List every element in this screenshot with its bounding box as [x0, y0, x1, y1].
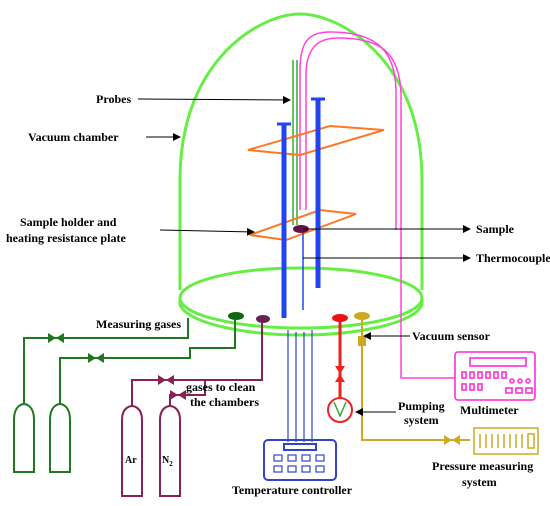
chamber-base	[178, 266, 424, 330]
pump	[327, 397, 353, 423]
sample	[293, 225, 309, 233]
label-pressure-2: system	[462, 475, 497, 489]
measuring-gas-valves	[48, 333, 104, 363]
cleaning-gas-valves	[158, 375, 186, 400]
label-vacuum-chamber: Vacuum chamber	[28, 130, 119, 144]
port-red	[332, 314, 348, 322]
sample-holder-plate	[249, 208, 357, 242]
cleaning-gas-lines	[131, 322, 263, 406]
pressure-measuring-box	[473, 427, 539, 455]
probe-wires	[292, 60, 298, 225]
nitrogen-cylinder	[159, 404, 181, 497]
pressure-valve	[444, 435, 460, 445]
vacuum-chamber	[178, 12, 424, 337]
label-multimeter: Multimeter	[460, 403, 519, 417]
label-n2-subscript: 2	[169, 460, 173, 468]
multimeter-wires	[299, 31, 455, 379]
pump-symbol	[333, 401, 347, 418]
gas-cylinder-2	[49, 402, 71, 473]
label-pumping-1: Pumping	[398, 399, 445, 413]
label-probes: Probes	[96, 92, 131, 106]
label-pressure-1: Pressure measuring	[432, 459, 533, 473]
label-n2: N2	[162, 455, 173, 468]
vacuum-sensor	[358, 336, 366, 346]
label-vacuum-sensor: Vacuum sensor	[412, 329, 491, 343]
label-sample: Sample	[476, 222, 515, 236]
multimeter-box	[454, 351, 536, 401]
port-green	[228, 312, 244, 320]
label-thermocouple: Thermocouple	[476, 251, 550, 265]
pump-valve	[335, 366, 345, 382]
probe-rods	[277, 97, 325, 318]
label-sample-holder-1: Sample holder and	[20, 215, 117, 229]
label-gases-clean-2: the chambers	[190, 395, 259, 409]
port-purple	[256, 315, 270, 323]
annotation-arrows	[137, 95, 471, 416]
temperature-controller-box	[263, 439, 337, 481]
measuring-gas-lines	[23, 318, 236, 404]
label-measuring-gases: Measuring gases	[96, 317, 181, 331]
argon-cylinder	[121, 404, 143, 497]
label-temperature-controller: Temperature controller	[232, 483, 353, 497]
label-gases-clean-1: gases to clean	[186, 380, 256, 394]
port-yellow	[354, 312, 370, 320]
gas-cylinder-1	[13, 402, 35, 473]
controller-wires	[287, 330, 313, 442]
label-ar: Ar	[125, 455, 137, 466]
label-sample-holder-2: heating resistance plate	[6, 231, 126, 245]
label-pumping-2: system	[404, 413, 439, 427]
